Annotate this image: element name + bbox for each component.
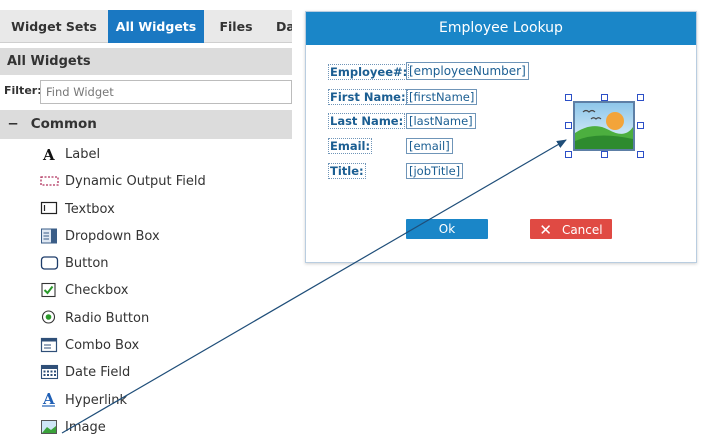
dynamic-output-field-icon	[40, 172, 59, 188]
widget-label: Image	[65, 419, 106, 435]
collapse-icon[interactable]: −	[7, 116, 19, 132]
widget-item-button[interactable]: Button	[40, 250, 290, 277]
resize-handle-left[interactable]	[565, 122, 572, 129]
resize-handle-bottom-left[interactable]	[565, 151, 572, 158]
hyperlink-icon: A	[40, 390, 59, 408]
svg-text:A: A	[42, 146, 55, 162]
widget-item-combo-box[interactable]: Combo Box	[40, 332, 290, 359]
widget-item-label[interactable]: A Label	[40, 141, 290, 168]
employee-lookup-dialog: Employee Lookup Employee#: [employeeNumb…	[305, 11, 697, 263]
filter-input[interactable]	[40, 80, 292, 104]
date-field-icon	[40, 363, 59, 380]
resize-handle-top-right[interactable]	[637, 94, 644, 101]
button-icon	[40, 254, 59, 270]
email-field[interactable]: [email]	[406, 138, 453, 154]
widget-label: Date Field	[65, 365, 131, 381]
ok-button[interactable]: Ok	[406, 219, 488, 239]
filter-row: Filter:	[0, 79, 292, 104]
widget-label: Textbox	[65, 201, 115, 217]
tab-files[interactable]: Files	[219, 19, 253, 34]
checkbox-icon	[40, 281, 59, 298]
resize-handle-bottom[interactable]	[601, 151, 608, 158]
combo-box-icon	[40, 336, 59, 352]
widget-label: Label	[65, 147, 101, 162]
label-icon: A	[40, 145, 59, 164]
tab-data[interactable]: Da	[276, 19, 292, 34]
widget-item-dynamic-output-field[interactable]: Dynamic Output Field	[40, 168, 290, 195]
last-name-field[interactable]: [lastName]	[406, 113, 476, 129]
employee-number-label[interactable]: Employee#:	[328, 64, 410, 80]
last-name-label[interactable]: Last Name:	[328, 113, 406, 129]
cancel-label: Cancel	[561, 223, 603, 237]
widget-panel: Widget Sets All Widgets Files Da All Wid…	[0, 0, 292, 444]
group-label: Common	[30, 116, 97, 132]
tab-widget-sets[interactable]: Widget Sets	[11, 19, 97, 34]
widget-label: Button	[65, 256, 109, 272]
widget-label: Hyperlink	[65, 392, 128, 408]
group-header-common[interactable]: − Common	[0, 110, 292, 139]
title-label[interactable]: Title:	[328, 163, 366, 179]
tab-all-widgets[interactable]: All Widgets	[108, 10, 204, 43]
dropdown-box-icon	[40, 227, 59, 244]
widget-item-date-field[interactable]: Date Field	[40, 359, 290, 386]
widget-item-image[interactable]: Image	[40, 414, 290, 441]
widget-item-dropdown-box[interactable]: Dropdown Box	[40, 223, 290, 250]
resize-handle-right[interactable]	[637, 122, 644, 129]
widget-label: Dropdown Box	[65, 228, 160, 244]
employee-number-field[interactable]: [employeeNumber]	[406, 62, 529, 80]
dialog-title: Employee Lookup	[306, 12, 696, 45]
widget-label: Combo Box	[65, 338, 140, 354]
textbox-icon	[40, 199, 59, 215]
widget-tabs: Widget Sets All Widgets Files Da	[0, 10, 292, 43]
widget-item-textbox[interactable]: Textbox	[40, 196, 290, 223]
widget-label: Checkbox	[65, 283, 129, 299]
image-icon	[40, 418, 59, 434]
job-title-field[interactable]: [jobTitle]	[406, 163, 464, 179]
image-widget-selected[interactable]	[565, 94, 644, 158]
resize-handle-top-left[interactable]	[565, 94, 572, 101]
widget-label: Radio Button	[65, 310, 150, 326]
widget-item-radio-button[interactable]: Radio Button	[40, 305, 290, 332]
cancel-button[interactable]: ✕ Cancel	[530, 219, 612, 239]
widget-item-hyperlink[interactable]: A Hyperlink	[40, 387, 290, 414]
svg-text:A: A	[42, 391, 55, 407]
filter-label: Filter:	[4, 84, 42, 97]
first-name-label[interactable]: First Name:	[328, 89, 408, 105]
radio-button-icon	[40, 308, 59, 324]
panel-title: All Widgets	[0, 48, 292, 75]
close-icon: ✕	[539, 221, 552, 239]
widget-label: Dynamic Output Field	[65, 174, 206, 190]
resize-handle-bottom-right[interactable]	[637, 151, 644, 158]
widget-list: A Label Dynamic Output Field Textbox Dro…	[40, 141, 290, 441]
placeholder-image-icon	[573, 101, 635, 151]
email-label[interactable]: Email:	[328, 138, 373, 154]
widget-item-checkbox[interactable]: Checkbox	[40, 277, 290, 304]
first-name-field[interactable]: [firstName]	[406, 89, 478, 105]
resize-handle-top[interactable]	[601, 94, 608, 101]
